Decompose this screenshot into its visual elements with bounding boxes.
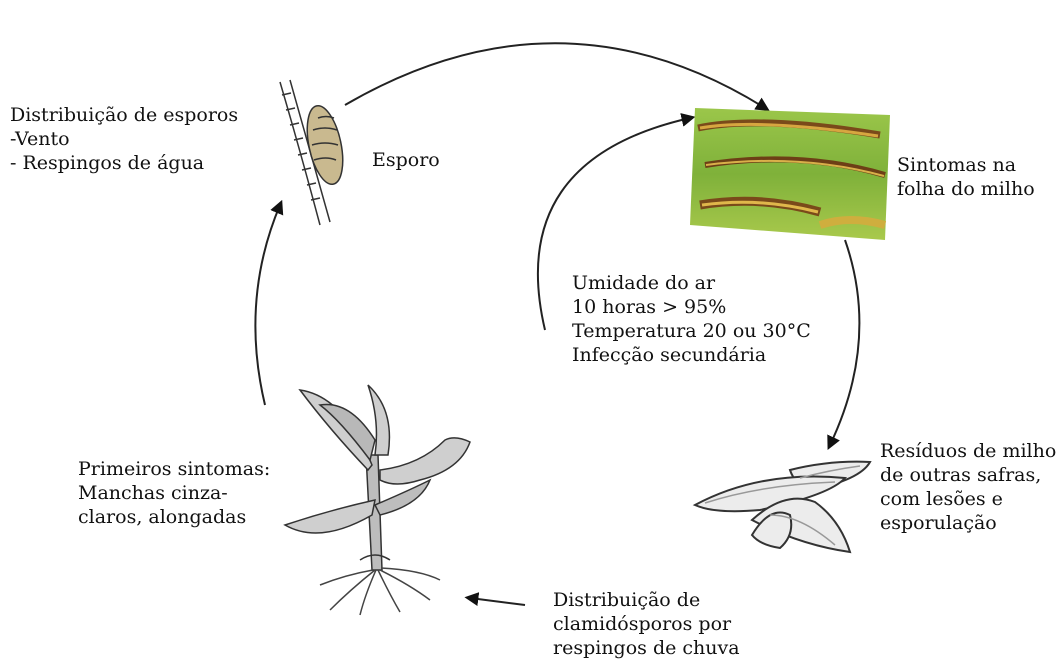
label-distribuicao-esporos: Distribuição de esporos-Vento- Respingos…	[10, 103, 238, 175]
arrow-leaf-to-residue	[830, 240, 859, 445]
spore-illustration	[280, 80, 349, 225]
arrow-spore-to-leaf	[345, 43, 765, 108]
label-esporo: Esporo	[372, 148, 440, 172]
arrow-plant-to-spore	[255, 205, 280, 405]
arrow-residue-to-plant	[470, 598, 525, 605]
infected-leaf-image	[690, 108, 890, 240]
residue-illustration	[695, 462, 870, 552]
label-primeiros-sintomas: Primeiros sintomas:Manchas cinza-claros,…	[78, 457, 270, 529]
young-plant-illustration	[285, 385, 470, 615]
